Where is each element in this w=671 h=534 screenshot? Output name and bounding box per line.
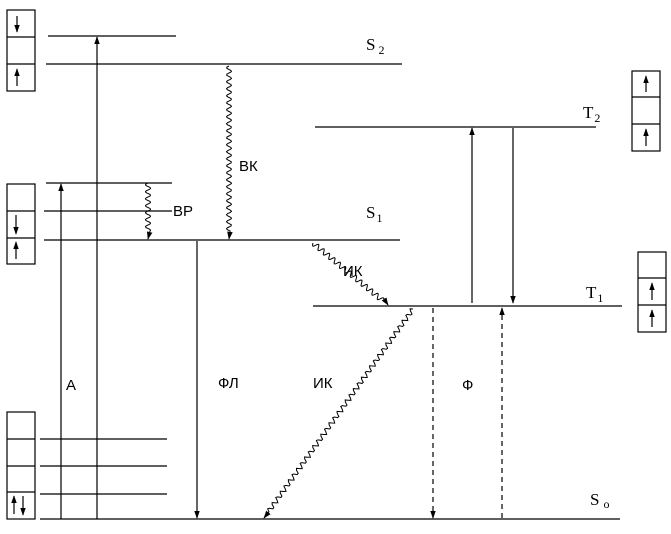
vibrational-relaxation-label: ВР xyxy=(173,203,193,220)
internal-conversion-arrow xyxy=(225,65,233,240)
level-label-t1: T1 xyxy=(586,283,603,305)
orbital-box-t2 xyxy=(631,70,661,152)
intersystem-crossing-arrow xyxy=(312,242,389,306)
level-s0 xyxy=(40,438,620,520)
level-label-t2: T2 xyxy=(583,103,600,125)
orbital-box-s2 xyxy=(6,9,36,92)
orbital-box-s0 xyxy=(6,411,36,520)
intersystem-crossing-to-ground-label: ИК xyxy=(313,375,333,392)
absorption-label: А xyxy=(66,377,76,394)
level-label-s1: S1 xyxy=(366,203,382,225)
intersystem-crossing-to-ground-arrow xyxy=(263,308,414,519)
vibrational-relaxation-arrow xyxy=(144,182,153,240)
orbital-box-s1 xyxy=(6,183,36,265)
level-s2 xyxy=(46,35,402,65)
intersystem-crossing-label: ИК xyxy=(343,263,363,280)
internal-conversion-label: ВК xyxy=(239,158,258,175)
phosphorescence-label: Ф xyxy=(462,377,473,394)
level-s1 xyxy=(44,182,400,241)
orbital-box-t1 xyxy=(637,251,667,333)
fluorescence-label: ФЛ xyxy=(218,375,239,392)
